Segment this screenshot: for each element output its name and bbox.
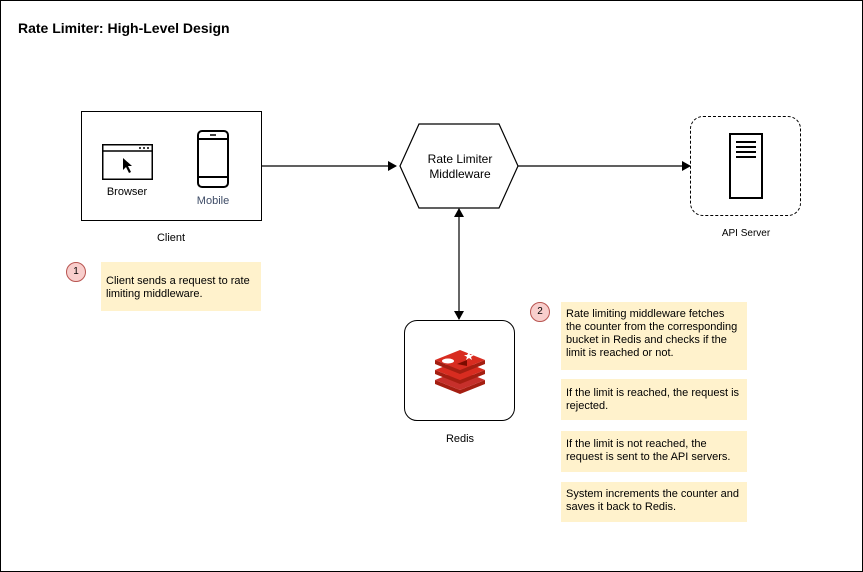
step-1-badge: 1 xyxy=(66,262,86,282)
middleware-hexagon xyxy=(399,123,519,209)
browser-label: Browser xyxy=(106,186,148,198)
middleware-label-line2: Middleware xyxy=(429,167,491,181)
mobile-label: Mobile xyxy=(196,195,230,207)
redis-box xyxy=(404,320,515,421)
api-server-box xyxy=(690,116,801,216)
api-server-label: API Server xyxy=(721,228,771,239)
redis-label: Redis xyxy=(445,433,475,445)
diagram-title: Rate Limiter: High-Level Design xyxy=(18,20,230,36)
server-icon xyxy=(729,133,763,199)
client-label: Client xyxy=(156,232,186,244)
middleware-label-line1: Rate Limiter xyxy=(427,152,493,166)
mobile-phone-icon xyxy=(197,130,229,188)
step-2-note-4: System increments the counter and saves … xyxy=(561,482,747,522)
step-2-note-3: If the limit is not reached, the request… xyxy=(561,431,747,472)
browser-icon xyxy=(102,144,153,180)
step-2-note-1: Rate limiting middleware fetches the cou… xyxy=(561,302,747,370)
middleware-label: Rate Limiter Middleware xyxy=(405,152,515,182)
step-1-note: Client sends a request to rate limiting … xyxy=(101,262,261,311)
step-2-note-2: If the limit is reached, the request is … xyxy=(561,379,747,420)
step-2-badge: 2 xyxy=(530,302,550,322)
cursor-icon xyxy=(123,158,132,173)
client-box: Browser Mobile xyxy=(81,111,262,221)
redis-logo-icon xyxy=(435,350,485,394)
